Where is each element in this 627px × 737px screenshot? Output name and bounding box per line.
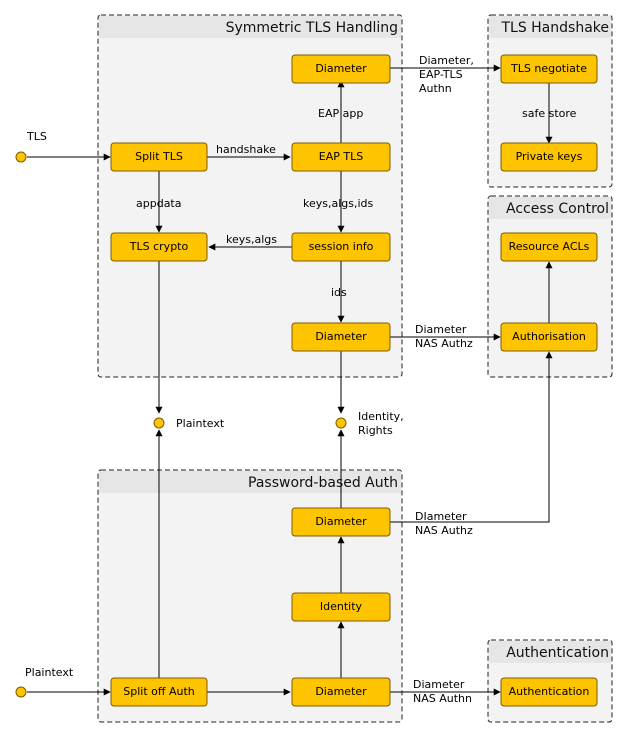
terminal-plaintext-in-label: Plaintext [25,666,74,679]
edge-diameter-pw-authz [390,351,553,523]
label-appdata: appdata [136,197,181,210]
group-title-password-auth: Password-based Auth [248,475,398,491]
terminal-identity-rights-label-2: Rights [358,424,393,437]
group-symmetric-tls: Symmetric TLS Handling [97,14,403,378]
terminal-plaintext-out [153,417,165,429]
node-tls-negotiate-label: TLS negotiate [510,62,587,75]
terminals: TLS Plaintext Identity, Rights Plaintext [15,130,404,698]
label-diameter-eap-tls-1: Diameter, [419,54,474,67]
node-tls-crypto-label: TLS crypto [129,240,189,253]
node-split-off-auth[interactable]: Split off Auth [110,677,208,707]
node-diameter-pw[interactable]: Diameter [291,507,391,537]
label-diameter-nas-authn-2: NAS Authn [413,692,472,705]
label-diameter-nas-authz-2a: DIameter [415,510,467,523]
node-identity[interactable]: Identity [291,592,391,622]
node-authorisation[interactable]: Authorisation [500,322,598,352]
node-tls-negotiate[interactable]: TLS negotiate [500,54,598,84]
node-session-info-label: session info [309,240,374,253]
node-private-keys-label: Private keys [516,150,583,163]
node-identity-label: Identity [320,600,363,613]
node-tls-crypto[interactable]: TLS crypto [110,232,208,262]
label-diameter-eap-tls-3: Authn [419,82,452,95]
group-title-tls-handshake: TLS Handshake [500,20,609,36]
node-authentication-label: Authentication [509,685,590,698]
label-eap-app: EAP app [318,107,363,120]
node-diameter-top[interactable]: Diameter [291,54,391,84]
node-eap-tls[interactable]: EAP TLS [291,142,391,172]
group-title-authentication: Authentication [506,645,609,661]
node-authorisation-label: Authorisation [512,330,586,343]
node-diameter-pw-label: Diameter [315,515,367,528]
node-authentication[interactable]: Authentication [500,677,598,707]
node-resource-acls[interactable]: Resource ACLs [500,232,598,262]
node-split-off-auth-label: Split off Auth [123,685,195,698]
terminal-tls-in [15,151,27,163]
label-keys-algs: keys,algs [226,233,277,246]
node-split-tls[interactable]: Split TLS [110,142,208,172]
terminal-plaintext-in [15,686,27,698]
label-ids: ids [331,286,347,299]
terminal-plaintext-out-label: Plaintext [176,417,225,430]
label-diameter-nas-authz-1b: NAS Authz [415,337,473,350]
node-eap-tls-label: EAP TLS [319,150,363,163]
node-resource-acls-label: Resource ACLs [509,240,590,253]
node-diameter-nas-label: Diameter [315,330,367,343]
label-diameter-nas-authn-1: Diameter [413,678,465,691]
node-diameter-bottom-label: Diameter [315,685,367,698]
node-diameter-top-label: Diameter [315,62,367,75]
edge-labels: Diameter, EAP-TLS Authn EAP app safe sto… [136,54,577,705]
node-split-tls-label: Split TLS [135,150,183,163]
label-diameter-nas-authz-1a: Diameter [415,323,467,336]
terminal-identity-rights-label-1: Identity, [358,410,404,423]
label-keys-algs-ids: keys,algs,ids [303,197,374,210]
label-diameter-nas-authz-2b: NAS Authz [415,524,473,537]
node-private-keys[interactable]: Private keys [500,142,598,172]
group-title-access-control: Access Control [506,201,609,217]
node-session-info[interactable]: session info [291,232,391,262]
node-diameter-bottom[interactable]: Diameter [291,677,391,707]
terminal-tls-in-label: TLS [26,130,47,143]
node-diameter-nas[interactable]: Diameter [291,322,391,352]
label-handshake: handshake [216,143,276,156]
label-diameter-eap-tls-2: EAP-TLS [419,68,463,81]
group-title-symmetric-tls: Symmetric TLS Handling [226,20,398,36]
terminal-identity-rights [335,417,347,429]
label-safe-store: safe store [522,107,577,120]
edges [27,64,553,696]
